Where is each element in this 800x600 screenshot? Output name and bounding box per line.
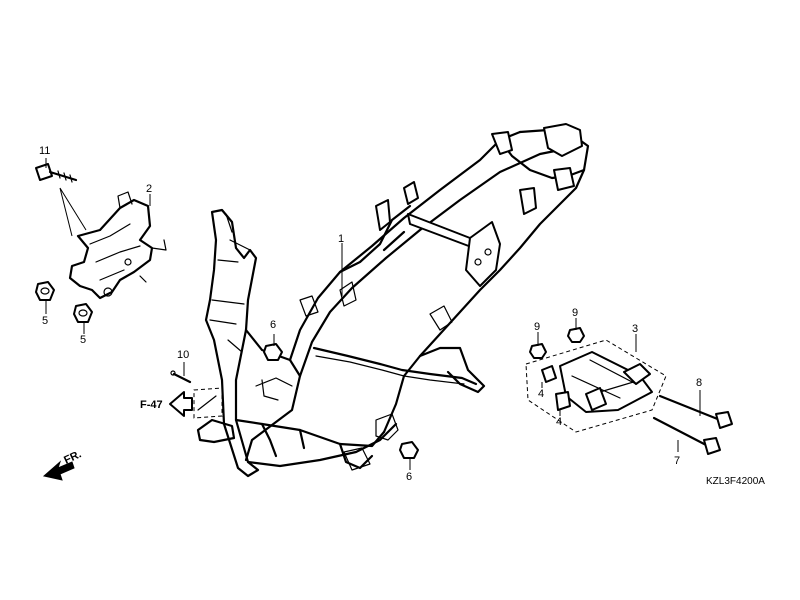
callout-1: 1 (338, 233, 344, 245)
reference-label: F-47 (140, 399, 163, 411)
callout-3: 3 (632, 323, 638, 335)
bracket-assembly (68, 191, 167, 300)
nut-6b (399, 441, 419, 459)
reference-arrow: F-47 (140, 387, 223, 419)
callout-5b: 5 (80, 334, 86, 346)
front-direction-arrow: FR. (42, 448, 83, 481)
nut-5a (35, 281, 55, 301)
frame-body (196, 123, 590, 478)
callout-11: 11 (39, 145, 50, 157)
diagram-code: KZL3F4200A (706, 476, 765, 487)
callout-6a: 6 (270, 319, 276, 331)
pin-10 (170, 370, 192, 384)
callout-4b: 4 (556, 416, 562, 428)
callout-7: 7 (674, 455, 680, 467)
callout-5a: 5 (42, 315, 48, 327)
bolt-11 (35, 163, 87, 237)
front-direction-label: FR. (62, 448, 83, 466)
leader-lines (45, 158, 701, 470)
callout-2: 2 (146, 183, 152, 195)
callout-9b: 9 (572, 307, 578, 319)
callout-4a: 4 (538, 388, 544, 400)
callout-8: 8 (696, 377, 702, 389)
nut-5b (73, 303, 93, 323)
callout-6b: 6 (406, 471, 412, 483)
mount-assembly (525, 327, 733, 455)
nut-6a (263, 343, 283, 361)
callout-10: 10 (177, 349, 189, 361)
callout-9a: 9 (534, 321, 540, 333)
